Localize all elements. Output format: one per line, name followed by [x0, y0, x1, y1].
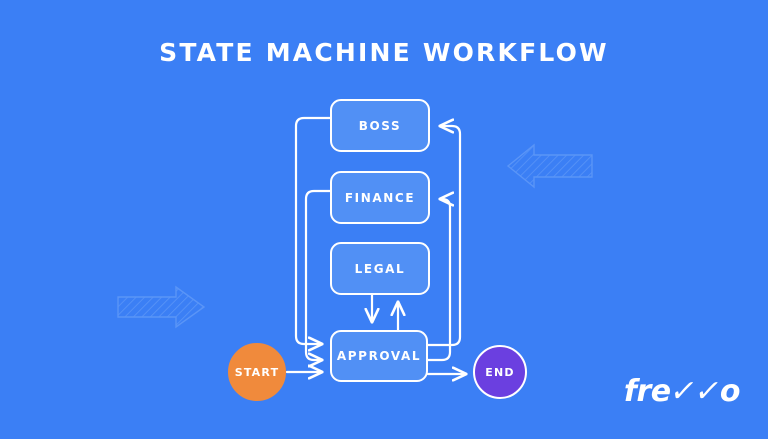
hatched-arrow-left-icon	[506, 143, 593, 189]
node-finance[interactable]: FINANCE	[330, 171, 430, 224]
logo-text-b: o	[719, 374, 741, 409]
edge-approval-boss	[426, 126, 462, 347]
edge-approval-finance	[426, 199, 450, 362]
node-end[interactable]: END	[473, 345, 527, 399]
node-start-label: START	[234, 365, 280, 379]
node-approval-label: APPROVAL	[336, 349, 422, 363]
node-legal[interactable]: LEGAL	[330, 242, 430, 295]
edge-finance-approval	[304, 189, 332, 360]
page-title: STATE MACHINE WORKFLOW	[159, 38, 609, 67]
node-legal-label: LEGAL	[354, 261, 406, 276]
node-boss[interactable]: BOSS	[330, 99, 430, 152]
frevvo-logo: fre✓✓o	[623, 374, 741, 409]
hatched-arrow-right-icon	[117, 285, 206, 329]
node-boss-label: BOSS	[358, 118, 402, 133]
node-end-label: END	[485, 365, 515, 379]
logo-text-a: fre	[623, 374, 671, 409]
edge-boss-approval	[294, 116, 332, 344]
logo-checks: ✓✓	[666, 374, 724, 409]
node-finance-label: FINANCE	[344, 190, 416, 205]
node-approval[interactable]: APPROVAL	[330, 330, 428, 382]
node-start[interactable]: START	[228, 343, 286, 401]
